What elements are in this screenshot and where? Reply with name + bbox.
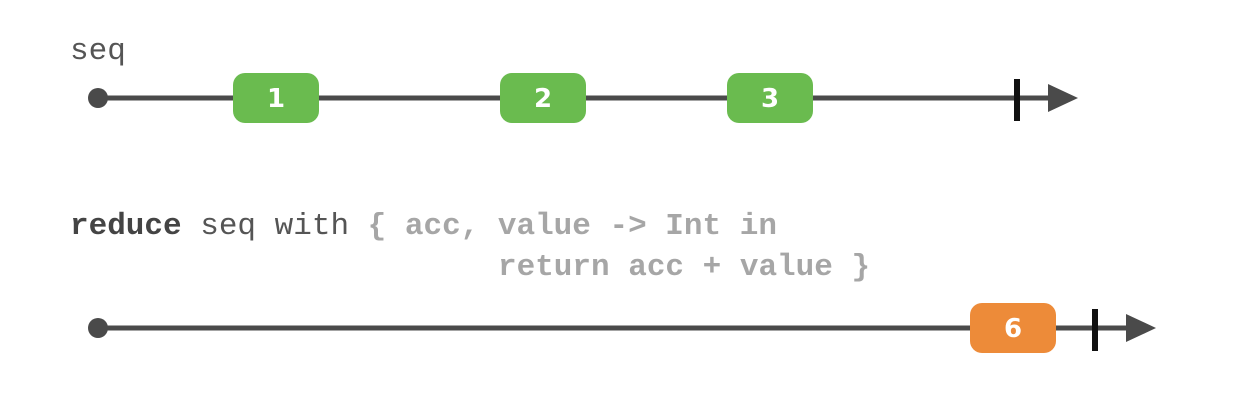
input-timeline-start-dot (88, 88, 108, 108)
output-timeline-start-dot (88, 318, 108, 338)
output-marble-1: 6 (970, 303, 1056, 353)
input-marble-2: 2 (500, 73, 586, 123)
input-marble-1: 1 (233, 73, 319, 123)
output-timeline-arrowhead (1126, 314, 1156, 342)
input-marble-2-label: 2 (534, 84, 552, 114)
operator-arguments: seq with (181, 209, 368, 244)
input-marble-3-label: 3 (761, 84, 779, 114)
input-timeline-arrowhead (1048, 84, 1078, 112)
input-marble-3: 3 (727, 73, 813, 123)
output-marble-1-label: 6 (1004, 314, 1022, 344)
input-timeline: 1 2 3 (88, 73, 1078, 123)
operator-code-line-1: reduce seq with { acc, value -> Int in (70, 211, 777, 242)
input-stream-label: seq (70, 34, 126, 69)
operator-keyword: reduce (70, 209, 182, 244)
closure-line-1: { acc, value -> Int in (367, 209, 777, 244)
output-timeline: 6 (88, 303, 1156, 353)
closure-line-2: return acc + value } (498, 250, 871, 285)
input-marble-1-label: 1 (267, 84, 285, 114)
